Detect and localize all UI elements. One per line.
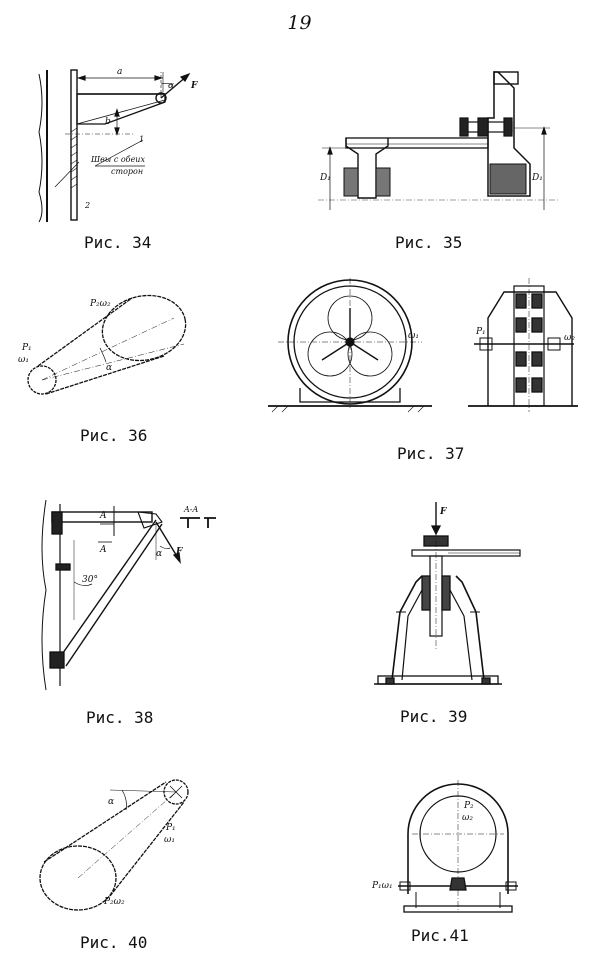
- force-f-label: F: [190, 81, 198, 91]
- shaft-power-label: P₁: [475, 327, 486, 337]
- dim-a-label: a: [117, 67, 122, 77]
- wheel-power-label: P₂: [463, 801, 474, 811]
- figure-37-drawing: ω₁ P₁ ω₂: [268, 278, 578, 418]
- section-aa-label: A-A: [183, 505, 198, 514]
- angle-alpha-label: α: [108, 797, 114, 807]
- caption-fig-39: Рис. 39: [400, 707, 468, 726]
- gear-omega1-label: ω₁: [408, 331, 419, 341]
- part-2-label: 2: [84, 201, 90, 210]
- caption-fig-41: Рис.41: [411, 926, 469, 945]
- caption-fig-34: Рис. 34: [84, 233, 152, 252]
- caption-fig-37: Рис. 37: [397, 444, 465, 463]
- weld-note-line1: Швы с обеих: [90, 155, 145, 164]
- part-1-label: 1: [139, 135, 144, 144]
- pulley1-omega-label: ω₁: [18, 355, 29, 365]
- figure-39-drawing: F: [372, 500, 522, 690]
- page-number: 19: [287, 12, 312, 34]
- diameter-left-label: D₁: [319, 173, 331, 183]
- pulley2-power-label: P₂ω₂: [89, 299, 111, 309]
- angle-alpha-label: α: [168, 81, 174, 91]
- diameter-right-label: D₁: [531, 173, 543, 183]
- angle-30-label: 30°: [82, 575, 98, 585]
- pulley1-power-label: P₁: [21, 343, 32, 353]
- figure-34-drawing: a α F b 1 2 Швы с обеих сторон: [35, 62, 215, 227]
- pulley2-power-label: P₂ω₂: [103, 897, 125, 907]
- caption-fig-35: Рис. 35: [395, 233, 463, 252]
- angle-alpha-label: α: [106, 363, 112, 373]
- angle-alpha-label: α: [156, 549, 162, 559]
- weld-note-line2: сторон: [111, 167, 143, 176]
- figure-41-drawing: P₂ ω₂ P₁ω₁: [368, 778, 548, 918]
- force-f-label: F: [439, 507, 447, 517]
- figure-38-drawing: A A A-A α F 30°: [32, 499, 222, 691]
- force-f-label: F: [175, 547, 183, 557]
- section-a-top-label: A: [99, 511, 107, 521]
- caption-fig-36: Рис. 36: [80, 426, 148, 445]
- worm-power-omega-label: P₁ω₁: [371, 881, 393, 891]
- shaft-omega2-label: ω₂: [564, 333, 575, 343]
- figure-35-drawing: D₁ D₁: [318, 68, 558, 218]
- pulley1-omega-label: ω₁: [164, 835, 175, 845]
- figure-40-drawing: α P₁ ω₁ P₂ω₂: [30, 770, 210, 920]
- dim-b-label: b: [105, 117, 111, 127]
- caption-fig-40: Рис. 40: [80, 933, 148, 952]
- caption-fig-38: Рис. 38: [86, 708, 154, 727]
- figure-36-drawing: P₂ω₂ P₁ ω₁ α: [14, 288, 214, 408]
- wheel-omega-label: ω₂: [462, 813, 473, 823]
- section-a-bottom-label: A: [99, 545, 107, 555]
- pulley1-power-label: P₁: [165, 823, 176, 833]
